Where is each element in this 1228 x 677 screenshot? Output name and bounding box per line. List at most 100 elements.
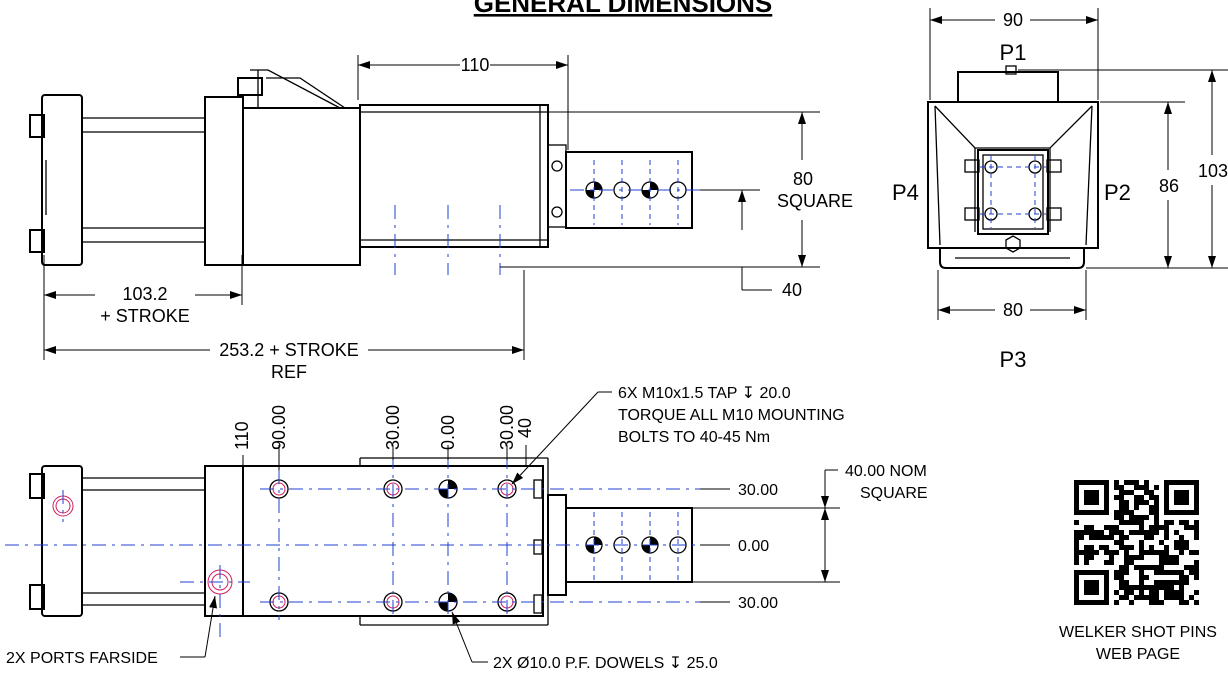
qr-module bbox=[1139, 545, 1144, 550]
qr-module bbox=[1164, 570, 1169, 575]
dim-253-2: 253.2 + STROKE bbox=[219, 340, 359, 360]
qr-module bbox=[1139, 500, 1144, 505]
qr-module bbox=[1184, 500, 1189, 505]
qr-module bbox=[1164, 590, 1169, 595]
qr-module bbox=[1104, 570, 1109, 575]
qr-module bbox=[1084, 530, 1089, 535]
qr-module bbox=[1074, 575, 1079, 580]
qr-module bbox=[1154, 500, 1159, 505]
qr-module bbox=[1194, 570, 1199, 575]
qr-module bbox=[1174, 545, 1179, 550]
qr-module bbox=[1094, 500, 1099, 505]
qr-module bbox=[1139, 565, 1144, 570]
qr-module bbox=[1159, 565, 1164, 570]
qr-module bbox=[1194, 480, 1199, 485]
qr-module bbox=[1189, 510, 1194, 515]
qr-module bbox=[1179, 600, 1184, 605]
qr-module bbox=[1194, 560, 1199, 565]
qr-module bbox=[1154, 515, 1159, 520]
qr-module bbox=[1124, 585, 1129, 590]
qr-module bbox=[1074, 545, 1079, 550]
qr-module bbox=[1154, 550, 1159, 555]
qr-module bbox=[1119, 565, 1124, 570]
port-p2: P2 bbox=[1104, 180, 1131, 205]
qr-module bbox=[1074, 600, 1079, 605]
ord-90: 90.00 bbox=[269, 405, 289, 450]
qr-module bbox=[1084, 585, 1089, 590]
qr-module bbox=[1134, 515, 1139, 520]
qr-module bbox=[1184, 525, 1189, 530]
qr-module bbox=[1174, 540, 1179, 545]
qr-module bbox=[1089, 570, 1094, 575]
qr-module bbox=[1074, 530, 1079, 535]
qr-module bbox=[1154, 505, 1159, 510]
qr-module bbox=[1129, 510, 1134, 515]
qr-module bbox=[1079, 600, 1084, 605]
qr-module bbox=[1099, 600, 1104, 605]
qr-module bbox=[1184, 575, 1189, 580]
qr-module bbox=[1079, 510, 1084, 515]
qr-module bbox=[1104, 575, 1109, 580]
qr-module bbox=[1124, 580, 1129, 585]
qr-module bbox=[1119, 505, 1124, 510]
qr-module bbox=[1084, 495, 1089, 500]
qr-module bbox=[1109, 550, 1114, 555]
qr-module bbox=[1119, 540, 1124, 545]
qr-module bbox=[1179, 580, 1184, 585]
qr-module bbox=[1089, 550, 1094, 555]
ports-farside: 2X PORTS FARSIDE bbox=[6, 650, 158, 667]
qr-module bbox=[1084, 500, 1089, 505]
qr-module bbox=[1164, 505, 1169, 510]
qr-module bbox=[1154, 570, 1159, 575]
qr-module bbox=[1189, 525, 1194, 530]
qr-module bbox=[1124, 595, 1129, 600]
nom-square: SQUARE bbox=[860, 485, 928, 502]
qr-module bbox=[1139, 520, 1144, 525]
square-label: SQUARE bbox=[777, 191, 853, 211]
ref-label: REF bbox=[271, 362, 307, 382]
qr-module bbox=[1104, 600, 1109, 605]
qr-module bbox=[1084, 555, 1089, 560]
qr-module bbox=[1119, 575, 1124, 580]
qr-code-icon[interactable] bbox=[1072, 478, 1204, 606]
qr-module bbox=[1074, 535, 1079, 540]
qr-module bbox=[1189, 595, 1194, 600]
qr-module bbox=[1159, 600, 1164, 605]
ord-0: 0.00 bbox=[438, 415, 458, 450]
qr-module bbox=[1139, 570, 1144, 575]
qr-module bbox=[1169, 590, 1174, 595]
qr-module bbox=[1084, 525, 1089, 530]
qr-module bbox=[1074, 590, 1079, 595]
qr-module bbox=[1074, 495, 1079, 500]
qr-module bbox=[1164, 500, 1169, 505]
qr-module bbox=[1149, 565, 1154, 570]
qr-module bbox=[1154, 565, 1159, 570]
qr-module bbox=[1179, 595, 1184, 600]
qr-module bbox=[1184, 540, 1189, 545]
qr-module bbox=[1114, 510, 1119, 515]
qr-module bbox=[1144, 480, 1149, 485]
qr-module bbox=[1079, 570, 1084, 575]
qr-module bbox=[1084, 580, 1089, 585]
qr-module bbox=[1154, 530, 1159, 535]
qr-module bbox=[1149, 490, 1154, 495]
qr-module bbox=[1124, 510, 1129, 515]
qr-module bbox=[1154, 600, 1159, 605]
ord-30-right: 30.00 bbox=[497, 405, 517, 450]
port-p4: P4 bbox=[892, 180, 919, 205]
qr-module bbox=[1104, 510, 1109, 515]
qr-module bbox=[1184, 495, 1189, 500]
qr-module bbox=[1074, 550, 1079, 555]
qr-module bbox=[1114, 570, 1119, 575]
dim-40: 40 bbox=[782, 280, 802, 300]
qr-module bbox=[1149, 545, 1154, 550]
qr-module bbox=[1154, 510, 1159, 515]
qr-module bbox=[1104, 590, 1109, 595]
qr-module bbox=[1144, 550, 1149, 555]
qr-module bbox=[1139, 555, 1144, 560]
qr-module bbox=[1119, 515, 1124, 520]
qr-module bbox=[1164, 520, 1169, 525]
qr-module bbox=[1169, 595, 1174, 600]
qr-module bbox=[1074, 560, 1079, 565]
side-view: 110 80 SQUARE 40 103.2 + STROKE 253.2 + … bbox=[29, 55, 853, 382]
